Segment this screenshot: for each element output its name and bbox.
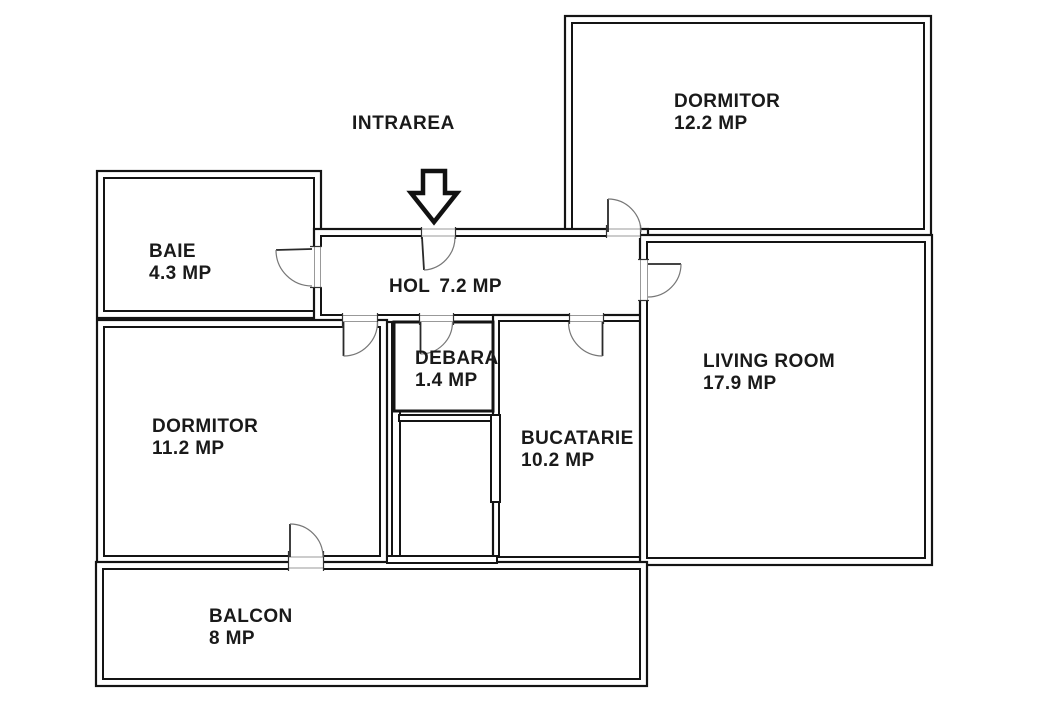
room-label-dormitor-left: DORMITOR 11.2 MP [152,416,258,460]
room-name: LIVING ROOM [703,351,836,372]
room-name: BUCATARIE [521,428,634,449]
entrance-label: INTRAREA [352,113,455,134]
room-area: 4.3 MP [149,263,212,284]
room-name: DORMITOR [674,91,781,112]
room-name: DORMITOR [152,416,259,437]
room-label-bucatarie: BUCATARIE 10.2 MP [521,428,634,472]
room-label-living-room: LIVING ROOM 17.9 MP [703,351,835,395]
room-area: 11.2 MP [152,438,225,459]
room-area: 1.4 MP [415,370,478,391]
room-label-baie: BAIE 4.3 MP [149,241,212,285]
room-area: 7.2 MP [439,276,502,297]
room-area: 10.2 MP [521,450,595,471]
room-label-debara: DEBARA 1.4 MP [415,348,499,392]
room-area: 17.9 MP [703,373,777,394]
room-name: HOL [389,276,431,297]
room-name: BALCON [209,606,293,627]
door-openings [287,224,650,572]
room-name: DEBARA [415,348,499,369]
walls [94,14,934,688]
room-label-balcon: BALCON 8 MP [209,606,293,650]
room-name: BAIE [149,241,196,262]
room-area: 8 MP [209,628,255,649]
door-swings [275,198,682,558]
room-label-dormitor-top: DORMITOR 12.2 MP [674,91,780,135]
room-label-hol: HOL 7.2 MP [389,276,502,298]
entrance-arrow-icon [406,168,462,226]
room-area: 12.2 MP [674,113,748,134]
